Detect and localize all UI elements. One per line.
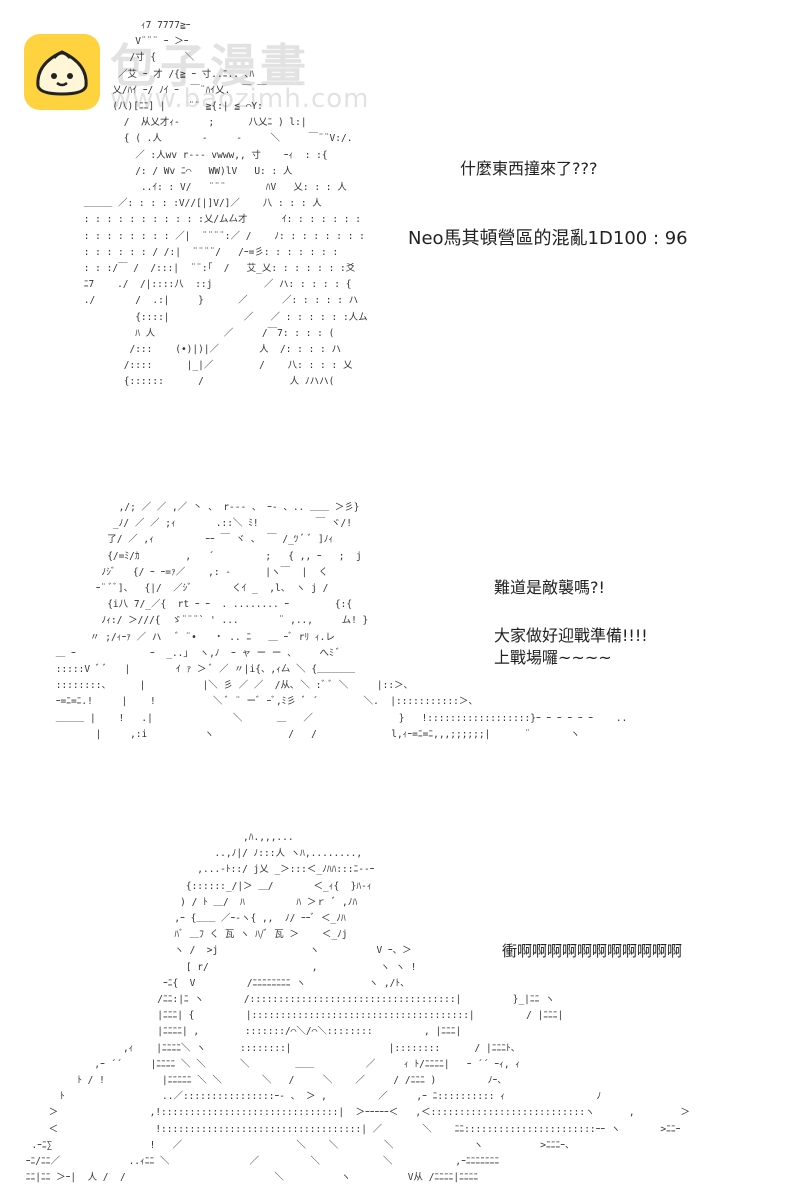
- dialogue-line: 難道是敵襲嗎?!: [494, 578, 605, 597]
- ascii-art-figure-3: ,ﾊ.,,,... ..,ﾉ|/ ﾉ:::人 ヽﾊ,........, ,...…: [25, 832, 690, 1184]
- watermark-wordmark: 包子漫畫: [110, 39, 310, 93]
- ascii-art-figure-1: ｨ7 7777≧ｰ V¨¨¨ ｰ ＞ｰ /寸 { ＼ ／艾 ｰ 才 /{≧ ｰ …: [83, 20, 368, 388]
- dialogue-line: 大家做好迎戰準備!!!!: [494, 626, 648, 645]
- watermark-url: www.baozimh.com: [110, 84, 370, 114]
- watermark-logo-badge: [24, 34, 100, 110]
- dialogue-line: Neo馬其頓營區的混亂1D100 : 96: [408, 228, 688, 249]
- dialogue-line: 什麼東西撞來了???: [460, 159, 598, 178]
- bun-mascot-icon: [36, 50, 88, 96]
- ascii-art-figure-2: ,/; ／ ／ ,／ 丶 、 r--- 、 ｰ- 、.. ＿＿ ＞彡} _ﾉ/ …: [55, 502, 628, 740]
- dialogue-line: 衝啊啊啊啊啊啊啊啊啊啊啊: [502, 942, 683, 960]
- dialogue-line: 上戰場囉~~~~: [494, 648, 612, 667]
